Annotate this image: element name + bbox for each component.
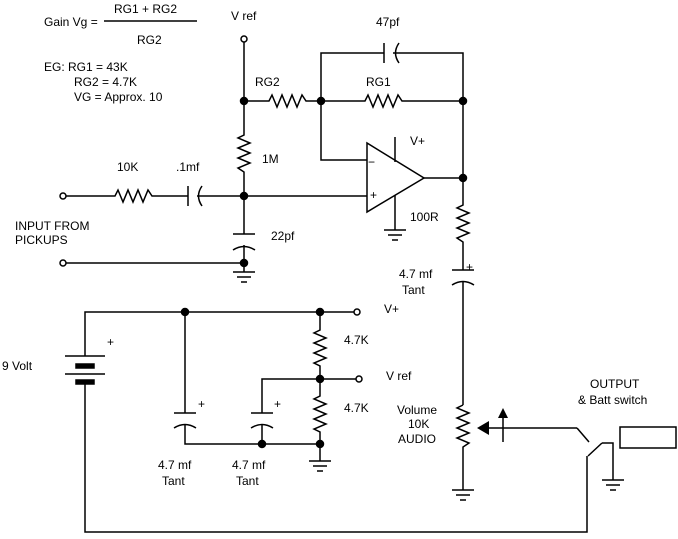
input-label-line-2: PICKUPS bbox=[15, 233, 68, 247]
rg2-label: RG2 bbox=[255, 75, 280, 89]
example-line-1: EG: RG1 = 43K bbox=[44, 60, 128, 74]
wire-cap-a-bottom bbox=[184, 424, 320, 445]
r-4k7-bottom-resistor bbox=[312, 379, 328, 461]
cap-22pf-label: 22pf bbox=[271, 229, 295, 243]
r-10k-resistor bbox=[66, 188, 188, 204]
r-4k7-top-label: 4.7K bbox=[344, 333, 369, 347]
battery-label: 9 Volt bbox=[2, 359, 33, 373]
r-1m-resistor bbox=[236, 101, 252, 196]
rg1-resistor bbox=[321, 93, 463, 109]
volume-pot-resistor bbox=[455, 404, 471, 490]
jack-sleeve-lever bbox=[587, 442, 603, 457]
vref-supply-terminal bbox=[355, 375, 363, 383]
cap-b-label-line-1: 4.7 mf bbox=[232, 458, 266, 472]
cap-b-label-line-2: Tant bbox=[236, 474, 259, 488]
vplus-terminal bbox=[353, 308, 361, 316]
rg1-label: RG1 bbox=[366, 75, 391, 89]
junction-dot bbox=[315, 439, 325, 449]
volume-label-line-1: Volume bbox=[397, 403, 437, 417]
output-label-line-1: OUTPUT bbox=[590, 377, 640, 391]
wire-47pf-left bbox=[320, 52, 384, 101]
example-line-3: VG = Approx. 10 bbox=[74, 90, 163, 104]
wiper-arrowhead bbox=[477, 421, 489, 435]
r-100r-resistor bbox=[455, 178, 471, 270]
wiper-arrow-up-head bbox=[498, 408, 508, 418]
cap-b-plus-sign: + bbox=[274, 397, 281, 411]
cap-a-plus-sign: + bbox=[198, 397, 205, 411]
formula-label: Gain Vg = bbox=[44, 15, 98, 29]
input-ground-terminal bbox=[59, 259, 67, 267]
jack-sleeve-wire bbox=[602, 442, 614, 480]
cap-a-label-line-1: 4.7 mf bbox=[158, 458, 192, 472]
battery-plate-short bbox=[75, 363, 95, 369]
jack-tip-lever bbox=[576, 427, 590, 443]
example-line-2: RG2 = 4.7K bbox=[74, 75, 137, 89]
vplus-supply-label: V+ bbox=[384, 302, 399, 316]
r-4k7-top-resistor bbox=[312, 312, 328, 379]
battery-return-wire bbox=[84, 382, 588, 533]
r-100r-label: 100R bbox=[410, 210, 439, 224]
supply-top-wire bbox=[84, 311, 354, 356]
output-jack-body bbox=[619, 426, 677, 449]
vref-top-terminal bbox=[240, 35, 248, 43]
opamp-plus-sign: + bbox=[370, 188, 377, 202]
battery-plus-sign: + bbox=[107, 335, 114, 349]
battery-plate-short bbox=[75, 379, 95, 385]
formula-denominator: RG2 bbox=[137, 33, 162, 47]
wire-inverting-input bbox=[320, 101, 367, 161]
cap-out-label-line-1: 4.7 mf bbox=[399, 267, 433, 281]
wire-cap-b-top bbox=[261, 378, 320, 413]
wire-47pf-right bbox=[393, 52, 464, 101]
vref-supply-label: V ref bbox=[386, 369, 412, 383]
opamp-vplus-label: V+ bbox=[410, 134, 425, 148]
opamp-minus-sign: − bbox=[368, 155, 375, 169]
volume-label-line-3: AUDIO bbox=[398, 432, 436, 446]
cap-out-plus-sign: + bbox=[466, 260, 473, 274]
vref-top-label: V ref bbox=[231, 9, 257, 23]
junction-dot bbox=[257, 439, 267, 449]
r-1m-label: 1M bbox=[262, 152, 279, 166]
volume-label-line-2: 10K bbox=[408, 417, 429, 431]
r-10k-label: 10K bbox=[117, 160, 138, 174]
r-4k7-bottom-label: 4.7K bbox=[344, 401, 369, 415]
cap-a-label-line-2: Tant bbox=[162, 474, 185, 488]
input-label-line-1: INPUT FROM bbox=[15, 219, 89, 233]
cap-out-label-line-2: Tant bbox=[402, 283, 425, 297]
rg2-resistor bbox=[244, 93, 321, 109]
input-terminal bbox=[59, 192, 67, 200]
formula-numerator: RG1 + RG2 bbox=[114, 2, 177, 16]
output-label-line-2: & Batt switch bbox=[578, 393, 647, 407]
cap-1mf-label: .1mf bbox=[176, 160, 200, 174]
cap-47pf-label: 47pf bbox=[376, 15, 400, 29]
junction-dot bbox=[239, 258, 249, 268]
